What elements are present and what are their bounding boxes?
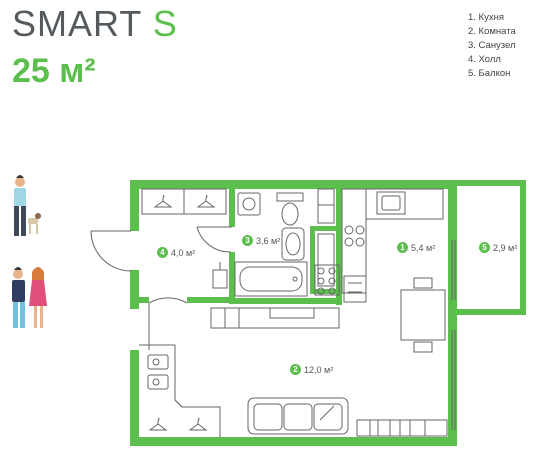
hall-wardrobe [141,188,227,215]
bathroom-fixtures [212,192,308,297]
plan-title-accent: S [152,3,178,44]
walls [130,180,526,446]
room-label-room: 2 12,0 м² [290,364,333,375]
room-wardrobe [139,344,221,437]
legend-item-room: 2. Комната [468,26,516,37]
room-number-badge: 5 [479,242,490,253]
room-area-kitchen: 5,4 м² [411,242,436,253]
washing-machine-icon [147,354,169,390]
fridge-icon [343,275,367,303]
room-area-hall: 4,0 м² [171,247,196,258]
room-number-badge: 1 [397,242,408,253]
room-shelf [210,307,340,329]
room-label-kitchen: 1 5,4 м² [397,242,435,253]
legend-item-balcony: 5. Балкон [468,68,511,79]
kitchen-counter [314,188,444,303]
room-number-badge: 3 [242,235,253,246]
stove-icon [344,225,365,247]
washing-machine-bath-icon [237,192,261,216]
balcony-window [451,240,456,430]
legend-item-hall: 4. Холл [468,54,501,65]
total-area: 25 м² [12,52,96,90]
room-hanger-icon [148,417,208,431]
sink-icon [281,227,305,261]
tv-unit [356,419,448,437]
room-area-bathroom: 3,6 м² [256,235,281,246]
sofa-icon [247,397,349,435]
oven-icon [314,264,340,296]
room-area-room: 12,0 м² [304,364,334,375]
kitchen-sink-icon [376,191,406,215]
toilet-icon [276,192,304,226]
room-label-bathroom: 3 3,6 м² [242,235,280,246]
hanger-icon [153,194,216,208]
room-label-hall: 4 4,0 м² [157,247,195,258]
room-legend: 1. Кухня 2. Комната 3. Санузел 4. Холл 5… [468,11,516,81]
couple-icon [12,267,47,328]
room-number-badge: 2 [290,364,301,375]
water-heater-icon [212,262,228,289]
room-door [148,297,188,350]
man-with-dog-icon [14,175,41,236]
dining-table-icon [400,277,446,353]
utility-shaft [317,188,335,287]
legend-item-bathroom: 3. Санузел [468,40,516,51]
plan-title: SMART S [12,6,178,42]
entrance-door [90,230,132,272]
plan-title-main: SMART [12,3,142,44]
bathroom-door [196,226,232,253]
room-area-balcony: 2,9 м² [493,242,518,253]
room-label-balcony: 5 2,9 м² [479,242,517,253]
people-icon [12,175,47,328]
room-number-badge: 4 [157,247,168,258]
bathtub-icon [234,261,308,297]
legend-item-kitchen: 1. Кухня [468,12,504,23]
